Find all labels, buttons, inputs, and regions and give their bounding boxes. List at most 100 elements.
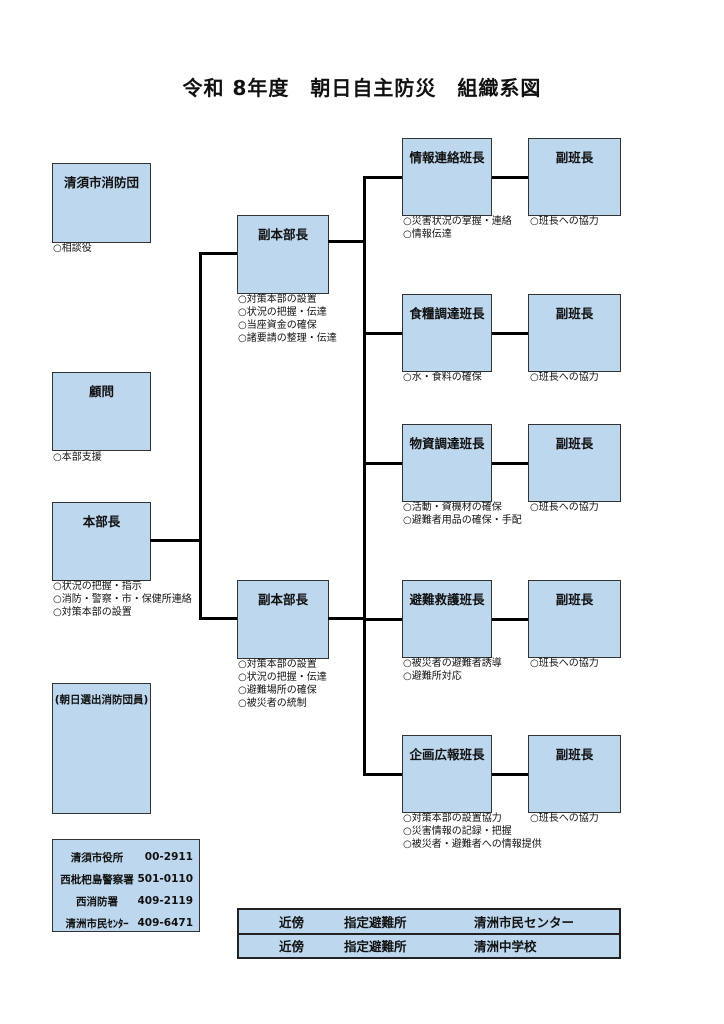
note: ○消防・警察・市・保健所連絡 (53, 594, 192, 605)
team-notes: ○活動・資機材の確保 ○避難者用品の確保・手配 (403, 501, 522, 527)
note: ○班長への協力 (530, 813, 599, 824)
deputy-leader-box: 副班長 (528, 138, 621, 216)
connector (150, 539, 201, 542)
note: ○当座資金の確保 (238, 320, 317, 331)
note: ○被災者の避難者誘導 (403, 658, 502, 669)
connector (363, 176, 366, 776)
fire-brigade-box: 清須市消防団 (52, 163, 151, 243)
deputy-leader-box: 副班長 (528, 580, 621, 658)
shelter-type: 近傍 (278, 914, 304, 930)
note: ○対策本部の設置 (238, 659, 317, 670)
contact-name: 西消防署 (76, 895, 118, 908)
contact-number: 501-0110 (137, 873, 194, 885)
note: ○災害情報の記録・把握 (403, 826, 512, 837)
contact-number: 00-2911 (144, 851, 193, 863)
vice-chief-box-1: 副本部長 (237, 215, 329, 294)
note: ○相談役 (53, 243, 92, 254)
connector (199, 252, 202, 620)
shelter-row: 近傍 指定避難所 清洲中学校 (239, 935, 619, 958)
connector (491, 462, 529, 465)
note: ○本部支援 (53, 452, 102, 463)
connector (364, 462, 402, 465)
team-notes: ○対策本部の設置協力 ○災害情報の記録・把握 ○被災者・避難者への情報提供 (403, 812, 542, 851)
connector (328, 617, 365, 620)
deputy-notes: ○班長への協力 (530, 215, 599, 228)
contact-row: 清洲市民ｾﾝﾀｰ 409-6471 (57, 912, 194, 934)
team-leader-box: 食糧調達班長 (402, 294, 492, 372)
shelter-type: 近傍 (278, 939, 304, 955)
note: ○活動・資機材の確保 (403, 502, 502, 513)
note: ○状況の把握・指示 (53, 581, 142, 592)
team-notes: ○水・食料の確保 (403, 371, 482, 384)
shelter-category: 指定避難所 (344, 939, 407, 955)
page-title: 令和 8年度 朝日自主防災 組織系図 (182, 76, 542, 100)
note: ○状況の把握・伝達 (238, 307, 327, 318)
connector (364, 773, 402, 776)
note: ○水・食料の確保 (403, 372, 482, 383)
connector (199, 617, 237, 620)
note: ○避難者用品の確保・手配 (403, 515, 522, 526)
contact-number: 409-2119 (137, 895, 194, 907)
team-leader-box: 情報連絡班長 (402, 138, 492, 216)
shelter-row: 近傍 指定避難所 清洲市民センター (239, 910, 619, 935)
shelter-name: 清洲中学校 (474, 939, 537, 955)
connector (364, 176, 402, 179)
note: ○対策本部の設置 (238, 294, 317, 305)
contact-name: 西枇杷島警察署 (60, 873, 134, 886)
note: ○対策本部の設置協力 (403, 813, 502, 824)
connector (364, 332, 402, 335)
contact-name: 清須市役所 (70, 851, 124, 864)
note: ○対策本部の設置 (53, 607, 132, 618)
advisor-notes: ○本部支援 (53, 451, 102, 464)
connector (328, 240, 365, 243)
deputy-leader-box: 副班長 (528, 735, 621, 813)
contact-row: 清須市役所 00-2911 (57, 846, 193, 868)
note: ○避難場所の確保 (238, 685, 317, 696)
deputy-notes: ○班長への協力 (530, 657, 599, 670)
deputy-leader-box: 副班長 (528, 294, 621, 372)
note: ○班長への協力 (530, 502, 599, 513)
connector (491, 618, 529, 621)
contact-row: 西消防署 409-2119 (57, 890, 193, 912)
shelter-name: 清洲市民センター (474, 914, 575, 930)
team-leader-box: 企画広報班長 (402, 735, 492, 813)
vice-chief-notes-2: ○対策本部の設置 ○状況の把握・伝達 ○避難場所の確保 ○被災者の統制 (238, 658, 327, 710)
connector (491, 332, 529, 335)
team-notes: ○被災者の避難者誘導 ○避難所対応 (403, 657, 502, 683)
deputy-leader-box: 副班長 (528, 424, 621, 502)
note: ○班長への協力 (530, 372, 599, 383)
deputy-notes: ○班長への協力 (530, 501, 599, 514)
shelter-table: 近傍指定避難所清洲市民センター 近傍指定避難所清洲中学校 (237, 908, 621, 959)
note: ○諸要請の整理・伝達 (238, 333, 337, 344)
note: ○被災者・避難者への情報提供 (403, 839, 542, 850)
contact-number: 409-6471 (137, 917, 194, 929)
note: ○状況の把握・伝達 (238, 672, 327, 683)
connector (491, 176, 529, 179)
advisor-box: 顧問 (52, 372, 151, 451)
team-notes: ○災害状況の掌握・連絡 ○情報伝達 (403, 215, 512, 241)
members-box: (朝日選出消防団員) (52, 683, 151, 814)
deputy-notes: ○班長への協力 (530, 812, 599, 825)
chief-box: 本部長 (52, 502, 151, 581)
deputy-notes: ○班長への協力 (530, 371, 599, 384)
team-leader-box: 避難救護班長 (402, 580, 492, 658)
note: ○班長への協力 (530, 658, 599, 669)
connector (364, 618, 402, 621)
contact-name: 清洲市民ｾﾝﾀｰ (65, 917, 129, 930)
team-leader-box: 物資調達班長 (402, 424, 492, 502)
note: ○班長への協力 (530, 216, 599, 227)
connector (491, 773, 529, 776)
note: ○避難所対応 (403, 671, 462, 682)
fire-brigade-notes: ○相談役 (53, 242, 92, 255)
note: ○被災者の統制 (238, 698, 307, 709)
note: ○情報伝達 (403, 229, 452, 240)
note: ○災害状況の掌握・連絡 (403, 216, 512, 227)
vice-chief-box-2: 副本部長 (237, 580, 329, 659)
chief-notes: ○状況の把握・指示 ○消防・警察・市・保健所連絡 ○対策本部の設置 (53, 580, 192, 619)
shelter-category: 指定避難所 (344, 914, 407, 930)
vice-chief-notes-1: ○対策本部の設置 ○状況の把握・伝達 ○当座資金の確保 ○諸要請の整理・伝達 (238, 293, 337, 345)
connector (199, 252, 237, 255)
